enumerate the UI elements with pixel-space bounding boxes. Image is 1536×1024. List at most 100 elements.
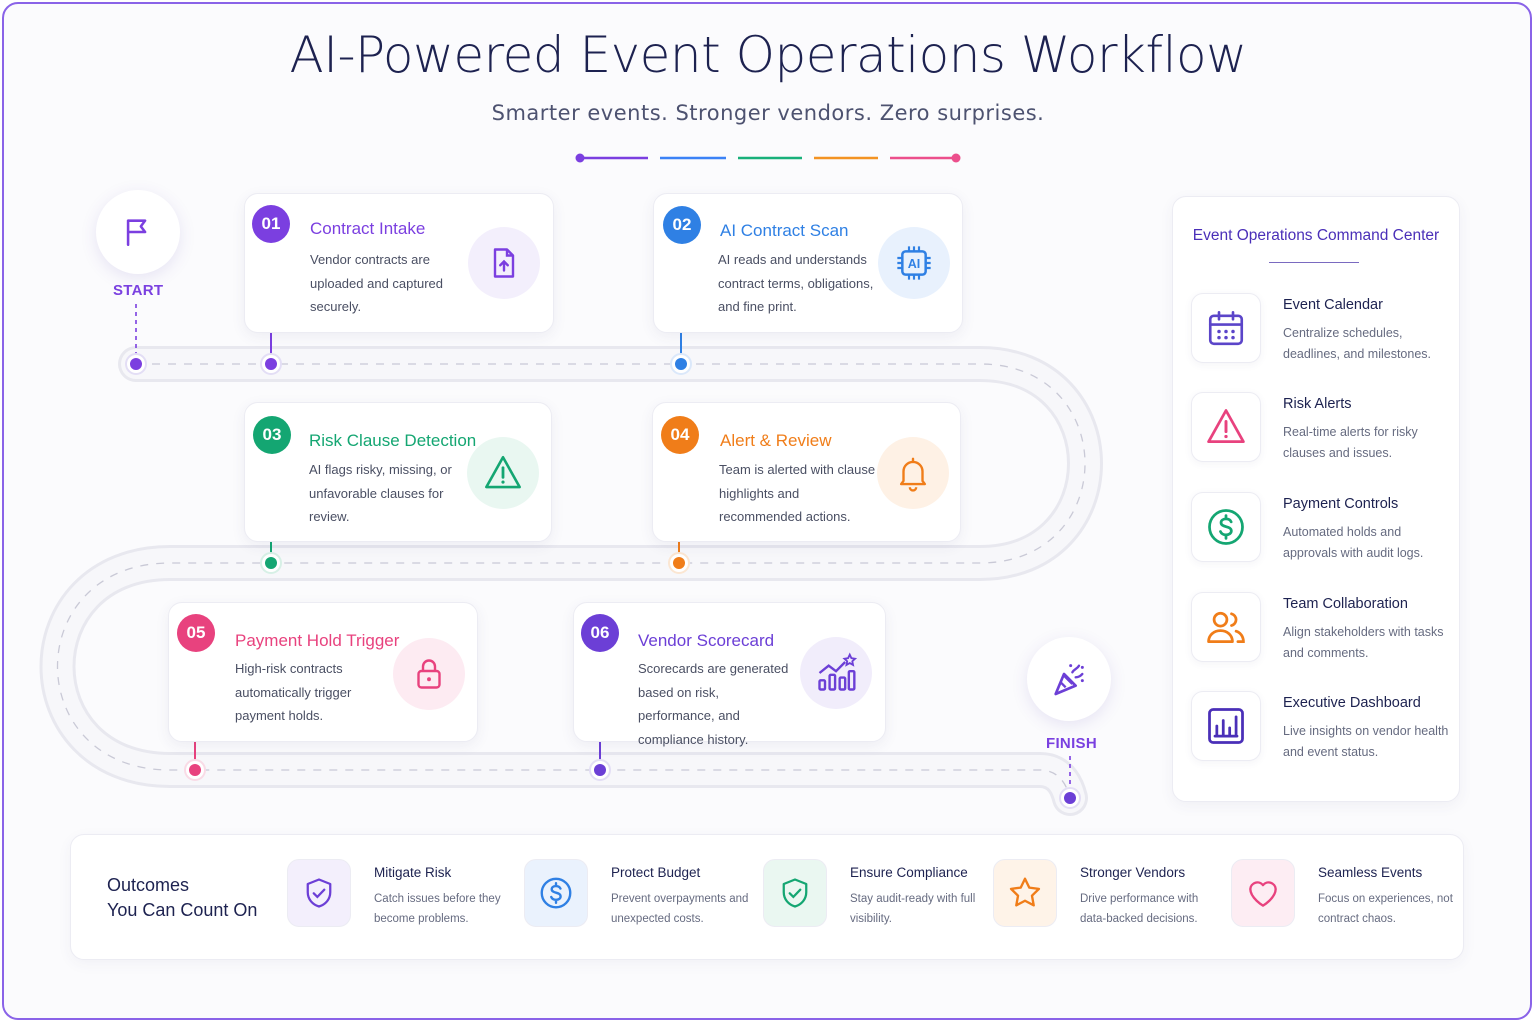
- command-item-description: Centralize schedules, deadlines, and mil…: [1283, 326, 1432, 361]
- bar-chart-star-icon: [818, 652, 858, 691]
- step-title: Payment Hold Trigger: [235, 631, 400, 650]
- step-icon-wrap: [393, 638, 465, 710]
- outcome-description: Catch issues before they become problems…: [374, 893, 501, 925]
- command-item-title: Team Collaboration: [1283, 596, 1408, 612]
- calendar-icon: [1208, 310, 1244, 346]
- step-number-badge: 03: [253, 416, 291, 454]
- step-icon-wrap: [877, 437, 949, 509]
- party-popper-icon: [1054, 664, 1084, 696]
- step-description: High-risk contracts automatically trigge…: [235, 661, 352, 723]
- page-subtitle: Smarter events. Stronger vendors. Zero s…: [491, 101, 1045, 125]
- outcome-mitigate-risk: Mitigate Risk Catch issues before they b…: [287, 857, 517, 937]
- bell-icon: [899, 457, 927, 492]
- outcome-title: Protect Budget: [611, 865, 701, 880]
- warning-triangle-icon: [485, 455, 521, 489]
- page-title: AI-Powered Event Operations Workflow: [289, 26, 1247, 84]
- step-icon-wrap: AI: [878, 227, 950, 299]
- start-label: START: [113, 282, 164, 299]
- finish-badge: [1027, 637, 1111, 721]
- step-number-badge: 01: [252, 205, 290, 243]
- command-item-title: Event Calendar: [1283, 297, 1383, 313]
- step-title: Vendor Scorecard: [638, 631, 775, 650]
- step-number-badge: 05: [177, 614, 215, 652]
- command-center-title: Event Operations Command Center: [1192, 227, 1440, 244]
- panel-icon-wrap: [1191, 293, 1261, 363]
- command-item-event-calendar[interactable]: Event Calendar Centralize schedules, dea…: [1191, 293, 1451, 365]
- step-description: Team is alerted with clause highlights a…: [719, 462, 876, 524]
- command-center-panel: Event Operations Command Center Event Ca…: [1172, 196, 1460, 802]
- step-card-alert-review: 04 Alert & Review Team is alerted with c…: [652, 402, 961, 542]
- command-item-description: Align stakeholders with tasks and commen…: [1283, 625, 1444, 660]
- step-title: Risk Clause Detection: [309, 431, 477, 450]
- team-users-icon: [1207, 611, 1245, 644]
- step-icon-wrap: [468, 227, 540, 299]
- outcome-description: Prevent overpayments and unexpected cost…: [611, 893, 749, 925]
- outcome-description: Stay audit-ready with full visibility.: [850, 893, 976, 925]
- step-description: AI flags risky, missing, or unfavorable …: [309, 462, 452, 524]
- command-center-divider: [1269, 262, 1359, 263]
- panel-icon-wrap: [1191, 691, 1261, 761]
- start-badge: [96, 190, 180, 274]
- step-card-contract-intake: 01 Contract Intake Vendor contracts are …: [244, 193, 554, 333]
- outcomes-bar: Outcomes You Can Count On Mitigate Risk …: [70, 834, 1464, 960]
- outcome-icon-wrap: [993, 859, 1057, 927]
- step-icon-wrap: [800, 637, 872, 709]
- step-number-badge: 04: [661, 416, 699, 454]
- outcome-icon-wrap: [524, 859, 588, 927]
- step-title: AI Contract Scan: [720, 221, 849, 240]
- panel-icon-wrap: [1191, 592, 1261, 662]
- dollar-circle-icon: [1208, 509, 1244, 545]
- outcome-icon-wrap: [763, 859, 827, 927]
- heart-icon: [1249, 881, 1277, 907]
- command-item-payment-controls[interactable]: Payment Controls Automated holds and app…: [1191, 492, 1451, 564]
- step-card-ai-contract-scan: 02 AI Contract Scan AI reads and underst…: [653, 193, 963, 333]
- star-icon: [1009, 877, 1041, 907]
- outcome-title: Stronger Vendors: [1080, 865, 1186, 880]
- command-item-description: Real-time alerts for risky clauses and i…: [1283, 425, 1418, 460]
- dashboard-chart-icon: [1208, 708, 1244, 744]
- command-item-title: Risk Alerts: [1283, 396, 1352, 412]
- step-number-badge: 02: [663, 206, 701, 244]
- step-description: Scorecards are generated based on risk, …: [638, 661, 789, 747]
- outcome-title: Seamless Events: [1318, 865, 1423, 880]
- finish-label: FINISH: [1046, 735, 1097, 752]
- outcomes-heading-line2: You Can Count On: [107, 900, 258, 920]
- command-item-risk-alerts[interactable]: Risk Alerts Real-time alerts for risky c…: [1191, 392, 1451, 464]
- command-item-executive-dashboard[interactable]: Executive Dashboard Live insights on ven…: [1191, 691, 1451, 763]
- ai-chip-icon: AI: [897, 246, 931, 280]
- lock-icon: [417, 659, 441, 689]
- outcome-title: Mitigate Risk: [374, 865, 452, 880]
- file-upload-icon: [493, 248, 515, 278]
- outcome-seamless-events: Seamless Events Focus on experiences, no…: [1231, 857, 1461, 937]
- flag-icon: [126, 219, 147, 247]
- panel-icon-wrap: [1191, 392, 1261, 462]
- dollar-circle-icon: [540, 877, 572, 909]
- shield-icon: [306, 878, 332, 908]
- outcome-icon-wrap: [1231, 859, 1295, 927]
- step-description: Vendor contracts are uploaded and captur…: [310, 252, 444, 314]
- outcome-description: Drive performance with data-backed decis…: [1080, 893, 1199, 925]
- outcome-stronger-vendors: Stronger Vendors Drive performance with …: [993, 857, 1223, 937]
- warning-triangle-icon: [1207, 409, 1245, 444]
- ai-chip-label: AI: [908, 257, 921, 271]
- step-card-risk-clause-detection: 03 Risk Clause Detection AI flags risky,…: [244, 402, 552, 542]
- command-item-title: Payment Controls: [1283, 496, 1399, 512]
- command-item-title: Executive Dashboard: [1283, 695, 1421, 711]
- outcome-title: Ensure Compliance: [850, 865, 968, 880]
- step-description: AI reads and understands contract terms,…: [718, 252, 874, 314]
- outcome-ensure-compliance: Ensure Compliance Stay audit-ready with …: [763, 857, 993, 937]
- outcome-protect-budget: Protect Budget Prevent overpayments and …: [524, 857, 754, 937]
- command-item-description: Live insights on vendor health and event…: [1283, 724, 1449, 759]
- outcomes-heading-line1: Outcomes: [107, 875, 190, 895]
- outcome-icon-wrap: [287, 859, 351, 927]
- outcome-description: Focus on experiences, not contract chaos…: [1318, 893, 1453, 925]
- step-icon-wrap: [467, 437, 539, 509]
- command-item-team-collaboration[interactable]: Team Collaboration Align stakeholders wi…: [1191, 592, 1451, 664]
- step-card-payment-hold-trigger: 05 Payment Hold Trigger High-risk contra…: [168, 602, 478, 742]
- step-title: Contract Intake: [310, 219, 426, 238]
- shield-check-icon: [782, 878, 808, 908]
- step-card-vendor-scorecard: 06 Vendor Scorecard Scorecards are gener…: [573, 602, 886, 747]
- outcomes-heading: Outcomes You Can Count On: [107, 873, 297, 923]
- step-title: Alert & Review: [720, 431, 832, 450]
- panel-icon-wrap: [1191, 492, 1261, 562]
